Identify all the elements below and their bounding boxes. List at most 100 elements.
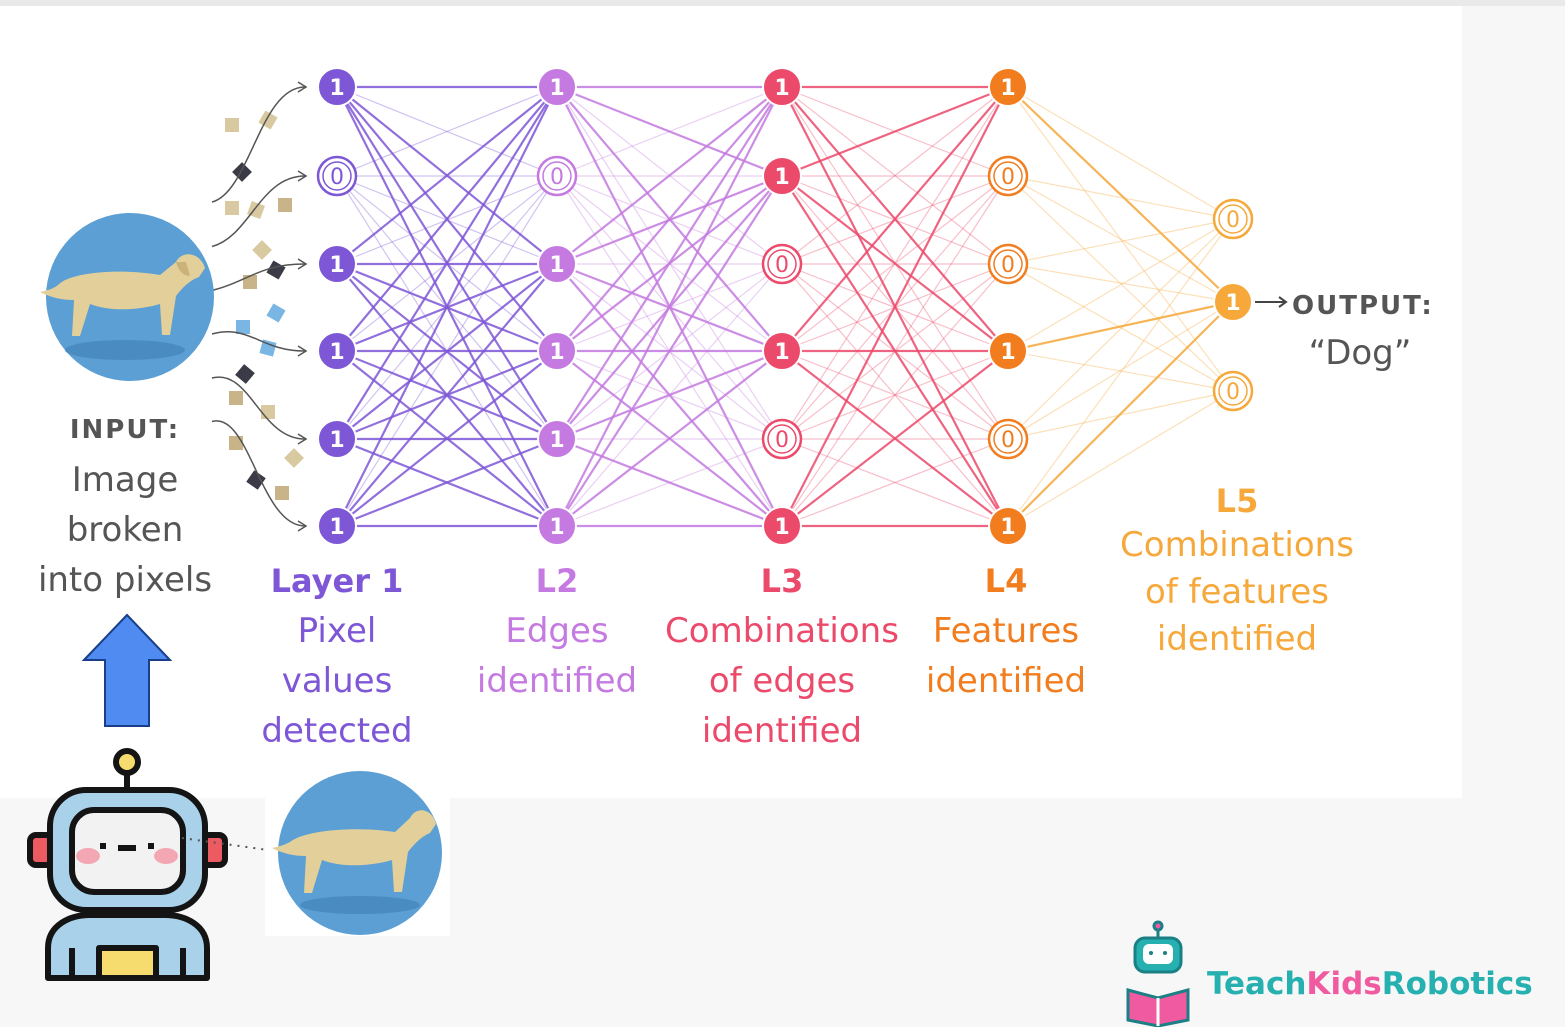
pixel-square [246,470,266,490]
connection-edge [781,263,1009,527]
neuron-node: 1 [762,156,802,196]
pixel-square [266,260,286,280]
pixel-square [266,303,286,323]
input-arrow-head [297,258,308,270]
neuron-node: 1 [988,67,1028,107]
neuron-value: 0 [1001,428,1015,453]
neuron-value: 1 [329,428,344,453]
connection-edge [1007,175,1234,392]
connection-edge [336,437,558,528]
connection-edge [781,85,1009,178]
neuron-node: 1 [1213,282,1253,322]
neuron-node: 1 [537,419,577,459]
input-arrow [211,420,306,527]
pixel-square [247,201,265,219]
pixel-square [229,436,243,450]
connection-edge [781,86,1009,352]
neuron-node: 1 [317,67,357,107]
pixel-square [243,275,257,289]
output-title: OUTPUT: [1292,291,1434,321]
connection-edge [1007,86,1234,303]
pixel-square [236,320,250,334]
connection-edge [781,350,1009,527]
connection-edge [556,438,783,527]
connection-edge [556,263,783,527]
neuron-node: 0 [761,418,803,460]
pixel-square [235,364,255,384]
neuron-value: 1 [1225,291,1240,316]
pixel-square [258,110,278,130]
output-value: “Dog” [1308,333,1412,373]
connection-edge [1007,300,1234,353]
output-arrow-icon [1255,296,1288,308]
neuron-node: 0 [1212,370,1254,412]
connection-edge [1007,390,1234,527]
neuron-value: 1 [1000,340,1015,365]
connection-edge [336,86,558,265]
layer-4-title: L4 [984,562,1028,600]
pixel-square [229,391,243,405]
connection-edge [336,86,558,352]
neuron-node: 1 [317,331,357,371]
neuron-value: 1 [774,340,789,365]
neuron-value: 1 [1000,76,1015,101]
pixel-square [275,486,289,500]
connection-edge [336,175,558,527]
connection-edge [336,263,558,527]
layer-3-title: L3 [760,562,804,600]
connection-edge [556,175,783,527]
neuron-value: 1 [549,428,564,453]
neuron-value: 0 [550,165,564,190]
dog-input-image [40,213,214,381]
dog-robot-image [265,770,450,936]
connection-edge [336,86,558,440]
connection-edge [556,86,783,440]
neuron-node: 1 [317,506,357,546]
connection-edge [781,86,1009,265]
connection-edge [1007,301,1234,527]
robot-mascot-icon [27,748,228,981]
neuron-value: 1 [549,340,564,365]
neuron-value: 1 [549,515,564,540]
connection-edge [781,263,1009,440]
connection-edge [336,350,558,527]
connection-edge [781,350,1009,440]
neuron-node: 1 [537,331,577,371]
input-description: Image broken into pixels [37,460,213,600]
pixel-square [225,118,239,132]
layer-2-description: Edges identified [476,611,638,701]
connection-edge [556,349,783,441]
layer-1-description: Pixel values detected [261,611,413,751]
layer-2-title: L2 [535,562,579,600]
neuron-value: 0 [1001,165,1015,190]
connection-edge [556,86,783,527]
input-arrow-head [297,170,308,182]
neuron-value: 1 [774,165,789,190]
neuron-value: 1 [774,515,789,540]
connection-edge [336,86,558,527]
connection-edge [1007,218,1234,265]
connection-edge [1007,175,1234,303]
input-title: INPUT: [69,415,181,445]
top-bar [0,0,1565,6]
brand-logo-icon [1126,920,1190,1027]
connection-edge [781,175,1009,352]
robot-gaze-line [181,837,269,851]
input-arrow-head [297,345,308,357]
connection-edge [781,86,1009,440]
neuron-value: 1 [329,253,344,278]
layer-5-title: L5 [1215,482,1259,520]
input-arrow [211,263,306,292]
connection-edge [1007,86,1234,220]
pixel-square [284,448,304,468]
neuron-node: 1 [988,331,1028,371]
neuron-value: 0 [775,428,789,453]
input-arrow-head [297,520,308,532]
neuron-value: 0 [1226,208,1240,233]
neuron-node: 1 [537,244,577,284]
connection-edge [781,438,1009,527]
neuron-value: 1 [1000,515,1015,540]
connection-edge [781,175,1009,352]
neuron-node: 0 [761,243,803,285]
input-arrow-head [297,81,308,93]
